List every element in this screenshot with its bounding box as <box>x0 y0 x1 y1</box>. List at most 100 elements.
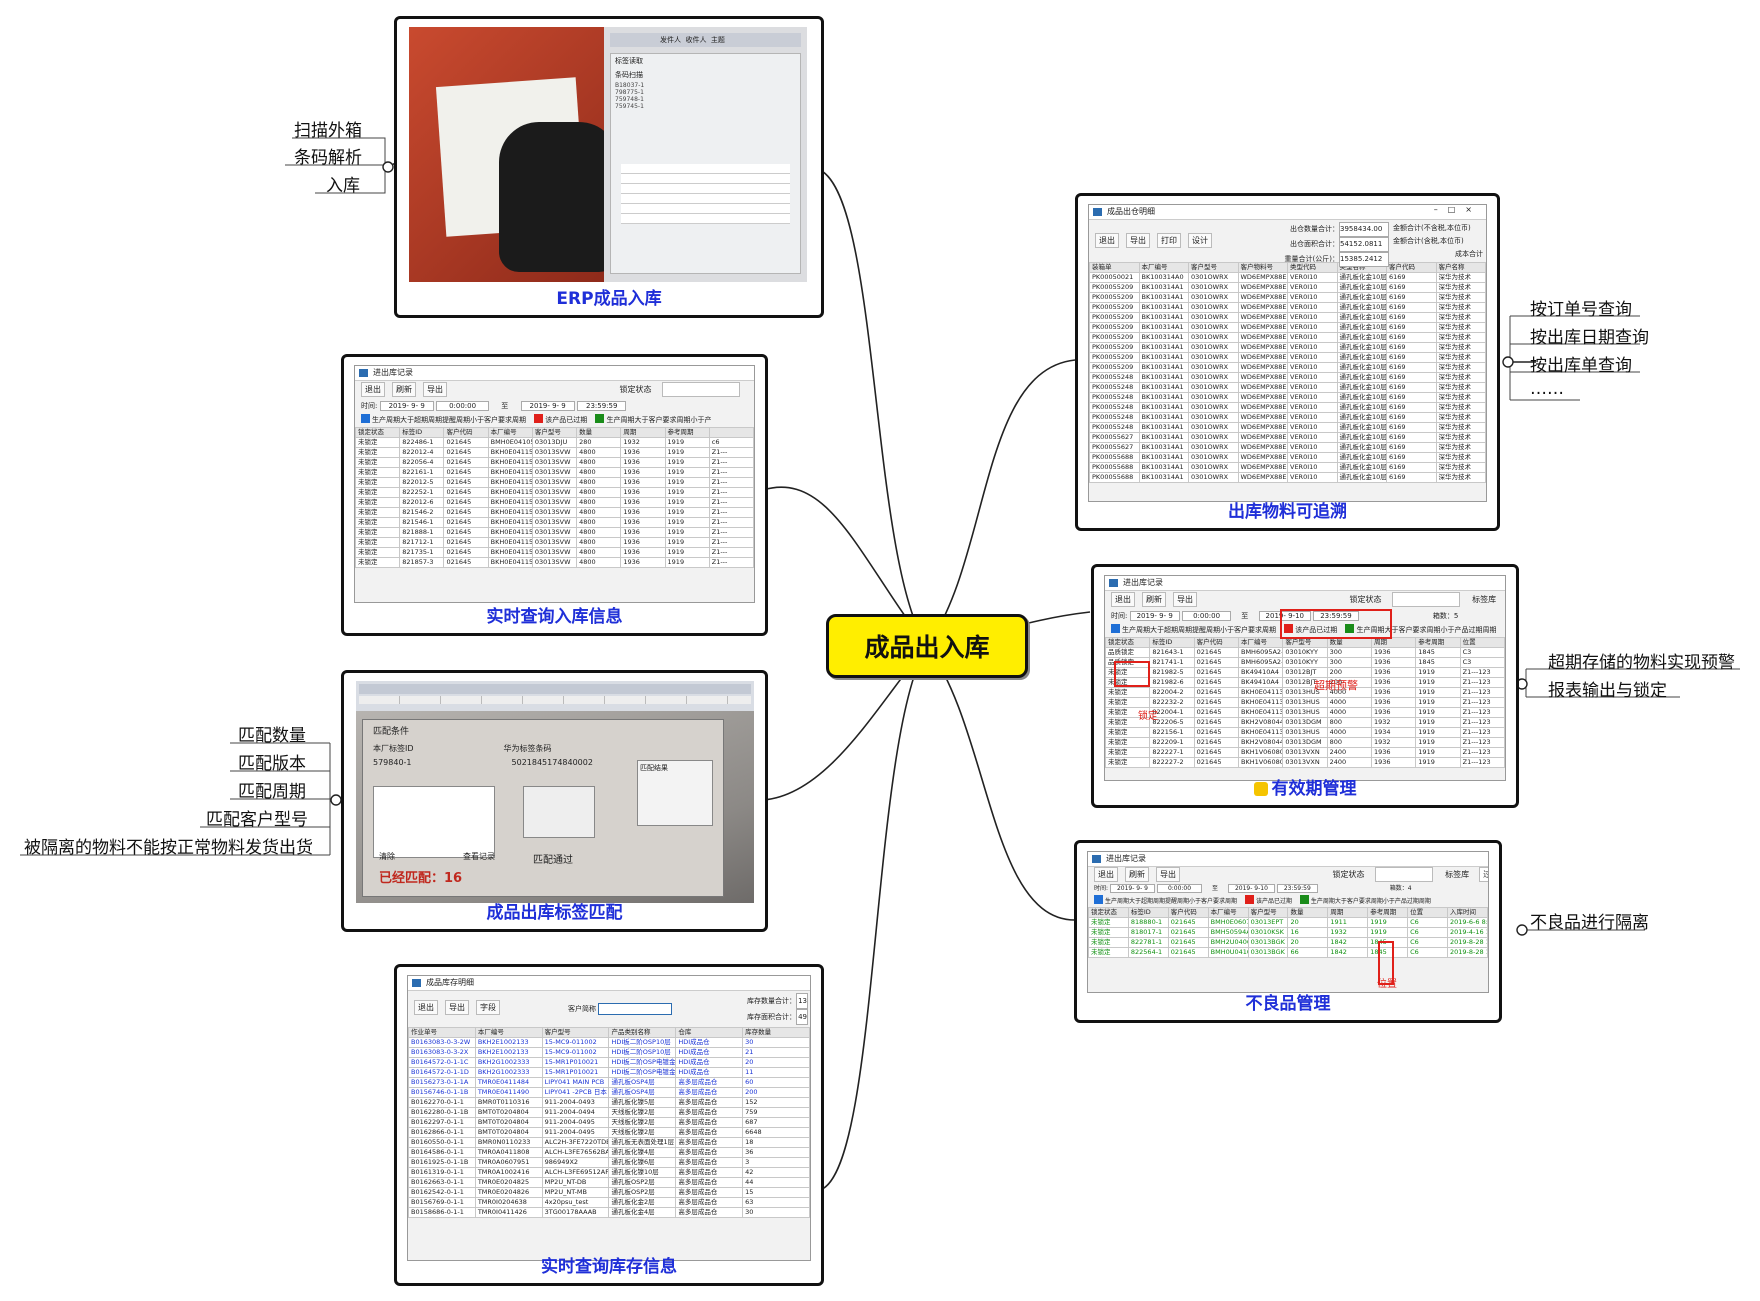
column-header[interactable]: 客户代码 <box>1193 637 1239 648</box>
table-row[interactable]: 未锁定821712-1021645BKH0E0411528D003013SVW4… <box>355 537 754 548</box>
column-header[interactable]: 入库时间 <box>1447 907 1488 918</box>
column-header[interactable]: 客户型号 <box>1188 262 1239 273</box>
trace-card[interactable]: 成品出仓明细 –□× 退出导出打印设计 出仓数量合计：3958434.00 出仓… <box>1075 193 1500 531</box>
column-header[interactable]: 装箱单 <box>1089 262 1140 273</box>
table-row[interactable]: 未锁定822781-1021645BMH2U0406406E003013BGK2… <box>1088 937 1488 948</box>
table-row[interactable]: 未锁定822012-6021645BKH0E0411528D003013SVW4… <box>355 497 754 508</box>
design-button[interactable]: 设计 <box>1188 233 1212 248</box>
column-header[interactable]: 本厂编号 <box>474 1027 543 1038</box>
column-header[interactable]: 周期 <box>620 427 666 438</box>
date-from-input[interactable]: 2019- 9- 9 <box>379 401 434 411</box>
column-header[interactable]: 数量 <box>576 427 622 438</box>
table-row[interactable]: 未锁定822486-1021645BMH0E0410509A103013DJU2… <box>355 437 754 448</box>
column-header[interactable]: 客户型号 <box>541 1027 610 1038</box>
export-button[interactable]: 导出 <box>445 1000 469 1015</box>
table-row[interactable]: 未锁定822004-2021645BKH0E041134EA003013HUS4… <box>1105 687 1505 698</box>
lock-select[interactable] <box>1374 867 1433 882</box>
time-from-input[interactable]: 0:00:00 <box>1156 884 1203 893</box>
refresh-button[interactable]: 刷新 <box>392 382 416 397</box>
column-header[interactable]: 标签ID <box>399 427 445 438</box>
date-from-input[interactable]: 2019- 9- 9 <box>1109 884 1156 893</box>
table-row[interactable]: 未锁定822209-1021645BKH2V0804406E003013DGM8… <box>1105 737 1505 748</box>
column-header[interactable]: 库存数量 <box>742 1027 810 1038</box>
refresh-button[interactable]: 刷新 <box>1142 592 1166 607</box>
customer-input[interactable] <box>598 1003 673 1015</box>
table-row[interactable]: 未锁定822004-1021645BKH0E041134EA003013HUS4… <box>1105 707 1505 718</box>
export-button[interactable]: 导出 <box>1156 867 1180 882</box>
expiry-card[interactable]: 进出库记录 退出刷新导出 锁定状态 标签库 时间: 2019- 9- 9 0:0… <box>1091 564 1519 808</box>
table-row[interactable]: 未锁定822156-1021645BKH0E041134EA003013HUS4… <box>1105 727 1505 738</box>
column-header[interactable]: 作业单号 <box>408 1027 476 1038</box>
table-row[interactable]: 未锁定822012-4021645BKH0E0411528D003013SVW4… <box>355 447 754 458</box>
export-button[interactable]: 导出 <box>423 382 447 397</box>
table-row[interactable]: 未锁定822564-1021645BMH0U0410496E003013BGK6… <box>1088 947 1488 958</box>
lock-select[interactable] <box>1391 592 1460 607</box>
refresh-button[interactable]: 刷新 <box>1125 867 1149 882</box>
column-header[interactable]: 本厂编号 <box>1138 262 1189 273</box>
column-header[interactable]: 周期 <box>1370 637 1417 648</box>
table-row[interactable]: 未锁定822232-2021645BKH0E041134EA003013HUS4… <box>1105 697 1505 708</box>
column-header[interactable]: 本厂编号 <box>487 427 533 438</box>
time-from-input[interactable]: 0:00:00 <box>1182 611 1232 621</box>
column-header[interactable]: 仓库 <box>675 1027 744 1038</box>
column-header[interactable]: 本厂编号 <box>1207 907 1249 918</box>
lock-select[interactable] <box>661 382 740 397</box>
stock-card[interactable]: 成品库存明细 退出导出字段 客户简称 库存数量合计：13 库存面积合计：49 作… <box>394 964 824 1286</box>
exit-button[interactable]: 退出 <box>414 1000 438 1015</box>
time-to-input[interactable]: 23:59:59 <box>577 401 627 411</box>
table-row[interactable]: 未锁定822227-2021645BKH1V0608061E003013VXN2… <box>1105 757 1505 768</box>
table-row[interactable]: 未锁定821857-3021645BKH0E0411528D003013SVW4… <box>355 557 754 568</box>
column-header[interactable]: 客户型号 <box>1282 637 1328 648</box>
table-row[interactable]: 品质锁定821741-1021645BMH6095A2-EN03010KYY30… <box>1105 657 1505 668</box>
time-to-input[interactable]: 23:59:59 <box>1313 611 1359 621</box>
exit-button[interactable]: 退出 <box>1094 867 1118 882</box>
table-row[interactable]: 未锁定822056-4021645BKH0E0411528D003013SVW4… <box>355 457 754 468</box>
table-row[interactable]: 未锁定822206-5021645BKH2V0804406E003013DGM8… <box>1105 717 1505 728</box>
date-to-input[interactable]: 2019- 9- 9 <box>520 401 575 411</box>
table-row[interactable]: 未锁定821546-2021645BKH0E0411528D003013SVW4… <box>355 507 754 518</box>
table-row[interactable]: 未锁定821888-1021645BKH0E0411528D003013SVW4… <box>355 527 754 538</box>
inbound-card[interactable]: 进出库记录 退出刷新导出 锁定状态 时间: 2019- 9- 9 0:00:00… <box>341 354 768 636</box>
column-header[interactable]: 周期 <box>1327 907 1369 918</box>
column-header[interactable]: 锁定状态 <box>1105 637 1151 648</box>
column-header[interactable]: 客户型号 <box>1247 907 1289 918</box>
column-header[interactable]: 标签ID <box>1127 907 1169 918</box>
date-from-input[interactable]: 2019- 9- 9 <box>1129 611 1180 621</box>
time-from-input[interactable]: 0:00:00 <box>436 401 490 411</box>
export-button[interactable]: 导出 <box>1173 592 1197 607</box>
column-header[interactable]: 参考周期 <box>664 427 710 438</box>
